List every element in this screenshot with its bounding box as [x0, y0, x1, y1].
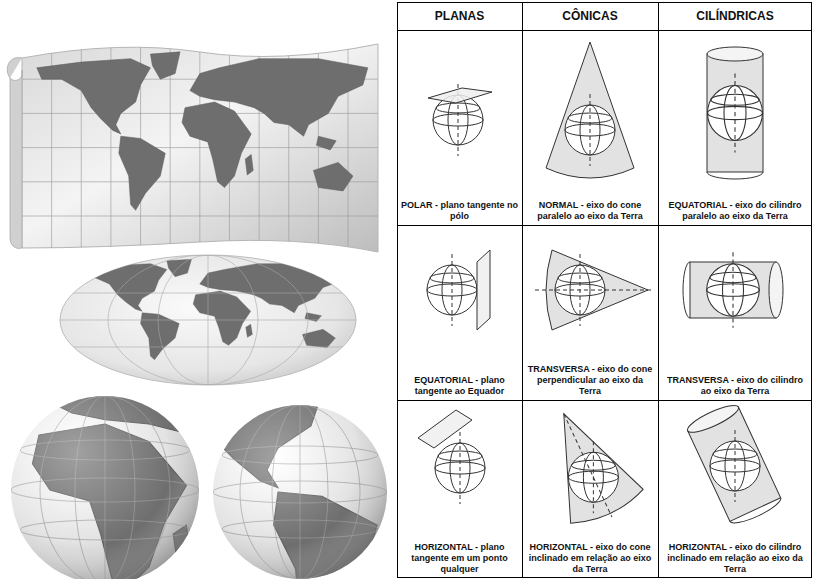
caption-text: HORIZONTAL - eixo do cone inclinado em r… — [526, 542, 654, 575]
planar-polar-sketch — [428, 84, 492, 156]
conic-transverse-sketch — [535, 250, 652, 330]
cylindrical-equatorial-sketch — [707, 47, 763, 179]
globe-africa — [0, 327, 446, 579]
cylindrical-transverse-sketch — [683, 252, 783, 328]
projection-caption: HORIZONTAL - plano tangente em um ponto … — [401, 542, 518, 575]
header-text: CILÍNDRICAS — [660, 9, 810, 23]
projection-caption: EQUATORIAL - eixo do cilindro paralelo a… — [662, 200, 808, 222]
header-text: PLANAS — [399, 9, 520, 23]
caption-text: HORIZONTAL - plano tangente em um ponto … — [401, 542, 518, 575]
planar-equatorial-sketch — [427, 250, 490, 330]
oval-map — [60, 255, 356, 385]
cylindrical-horizontal-sketch — [676, 397, 793, 532]
column-header: CILÍNDRICAS — [660, 9, 810, 23]
conic-normal-sketch — [546, 42, 634, 178]
caption-text: EQUATORIAL - eixo do cilindro paralelo a… — [662, 200, 808, 222]
projection-caption: NORMAL - eixo do cone paralelo ao eixo d… — [526, 200, 654, 222]
header-text: CÔNICAS — [524, 9, 656, 23]
paper-curl — [7, 58, 22, 249]
conic-horizontal-sketch — [528, 397, 649, 534]
column-header: PLANAS — [399, 9, 520, 23]
projection-caption: HORIZONTAL - eixo do cone inclinado em r… — [526, 542, 654, 575]
projection-caption: EQUATORIAL - plano tangente ao Equador — [401, 375, 518, 397]
caption-text: POLAR - plano tangente no pólo — [401, 200, 518, 222]
projection-caption: POLAR - plano tangente no pólo — [401, 200, 518, 222]
caption-text: HORIZONTAL - eixo do cilindro inclinado … — [662, 542, 808, 575]
flat-map — [7, 44, 378, 252]
planar-horizontal-sketch — [418, 410, 485, 504]
projection-caption: TRANSVERSA - eixo do cilindro ao eixo da… — [662, 375, 808, 397]
projection-caption: TRANSVERSA - eixo do cone perpendicular … — [526, 364, 654, 397]
caption-text: TRANSVERSA - eixo do cone perpendicular … — [526, 364, 654, 397]
caption-text: EQUATORIAL - plano tangente ao Equador — [401, 375, 518, 397]
projection-caption: HORIZONTAL - eixo do cilindro inclinado … — [662, 542, 808, 575]
column-header: CÔNICAS — [524, 9, 656, 23]
caption-text: NORMAL - eixo do cone paralelo ao eixo d… — [526, 200, 654, 222]
globe-americas — [91, 329, 817, 579]
table-grid — [397, 2, 812, 578]
caption-text: TRANSVERSA - eixo do cilindro ao eixo da… — [662, 375, 808, 397]
